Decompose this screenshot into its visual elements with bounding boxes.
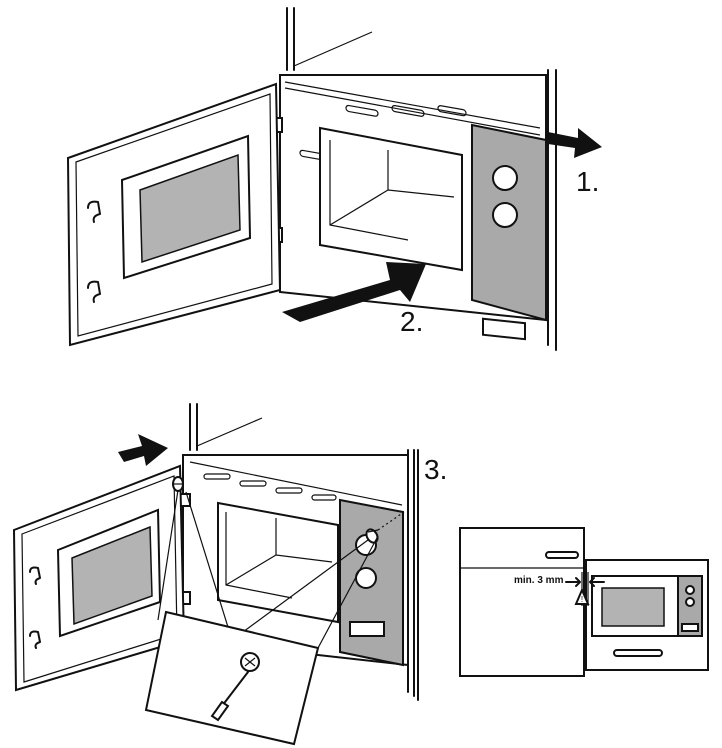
screw-guide-line (377, 511, 405, 531)
oven-cavity-front (319, 126, 463, 272)
display-window (681, 623, 699, 632)
cabinet-shelf-line (293, 31, 373, 67)
screw-icon (365, 528, 379, 544)
display-window (482, 317, 526, 341)
arrow-icon (118, 434, 168, 466)
door-latch-bottom (29, 630, 41, 649)
knob-icon (685, 585, 695, 595)
arrow-icon (282, 262, 426, 322)
magnifier-lines (157, 489, 379, 649)
knob-icon (492, 165, 518, 191)
warning-triangle-icon (574, 587, 590, 605)
door-window-glass (139, 153, 241, 264)
scene-bottom (12, 403, 419, 746)
knob-icon (492, 202, 518, 228)
drawer-handle (545, 551, 579, 559)
door-window-glass (71, 525, 153, 626)
frame-top-edge (284, 81, 541, 129)
clearance-inset: ! (459, 527, 709, 677)
step-2-label: 2. (400, 306, 424, 337)
door-latch-bottom (87, 280, 101, 303)
screw-icon (172, 476, 184, 492)
small-drawer-handle (613, 649, 663, 657)
door-latch-top (87, 200, 101, 223)
vent-slots (299, 104, 467, 162)
clearance-dimension-label: min. 3 mm (514, 575, 564, 586)
dimension-arrows (565, 577, 605, 587)
magnifier-detail-box (144, 610, 320, 746)
small-microwave-window (601, 587, 665, 627)
screw-icon (240, 652, 260, 672)
knob-icon (685, 597, 695, 607)
oven-cavity-inner (225, 512, 333, 599)
adjacent-cabinet (459, 527, 585, 677)
vent-slots (203, 473, 337, 501)
oven-cavity-front (217, 501, 339, 624)
scene-top (66, 7, 602, 351)
arrow-icon (548, 128, 602, 158)
screwdriver-icon (210, 671, 249, 722)
step-1-label: 1. (576, 166, 600, 197)
door-latch-top (29, 566, 41, 585)
frame-top-edge (189, 461, 403, 506)
display-window (349, 621, 385, 637)
step-3-label: 3. (424, 454, 448, 485)
cabinet-shelf-line (196, 417, 263, 447)
door-inner-edge (75, 93, 273, 337)
svg-text:!: ! (581, 595, 583, 604)
oven-cavity-inner (329, 140, 455, 241)
frame-top-edge-2 (284, 87, 541, 136)
